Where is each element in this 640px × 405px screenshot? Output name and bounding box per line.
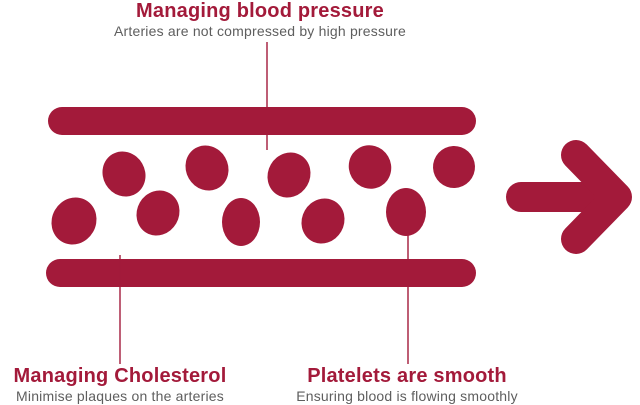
artery-wall-bottom	[46, 259, 476, 287]
blood-cell-icon	[267, 152, 311, 198]
callout-subtitle: Arteries are not compressed by high pres…	[113, 23, 407, 39]
blood-cell-icon	[102, 151, 146, 197]
blood-cell-icon	[51, 197, 97, 245]
callout-cholesterol: Managing Cholesterol Minimise plaques on…	[2, 365, 238, 405]
callout-platelets: Platelets are smooth Ensuring blood is f…	[272, 365, 542, 405]
blood-cells	[51, 145, 475, 246]
blood-cell-icon	[185, 145, 229, 191]
blood-cell-icon	[136, 190, 180, 236]
callout-title: Managing blood pressure	[136, 0, 384, 22]
artery-wall-top	[48, 107, 476, 135]
arrow-right-icon	[506, 140, 632, 254]
callout-subtitle: Ensuring blood is flowing smoothly	[296, 388, 518, 404]
blood-cell-icon	[348, 145, 392, 189]
blood-cell-icon	[433, 146, 475, 188]
blood-cell-icon	[301, 198, 345, 244]
callout-title: Platelets are smooth	[307, 365, 507, 387]
blood-cell-icon	[386, 188, 426, 236]
blood-cell-icon	[222, 198, 260, 246]
callout-subtitle: Minimise plaques on the arteries	[16, 388, 224, 404]
callout-title: Managing Cholesterol	[13, 365, 227, 387]
callout-blood-pressure: Managing blood pressure Arteries are not…	[60, 0, 460, 40]
